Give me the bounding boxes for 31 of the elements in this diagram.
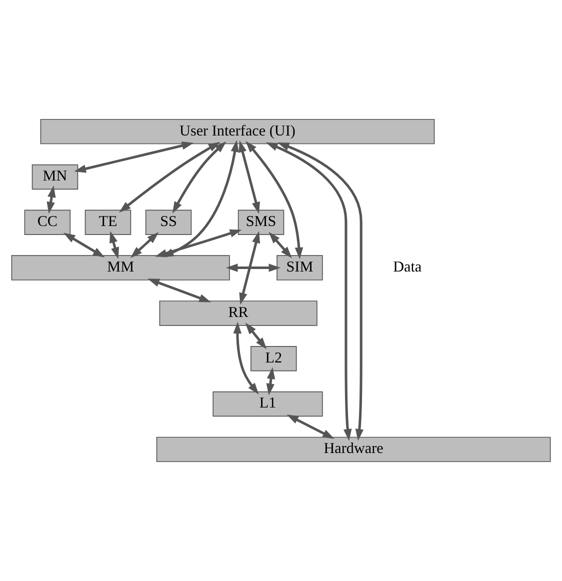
arrow — [268, 232, 292, 258]
arrow — [226, 264, 281, 272]
node-box: TE — [84, 210, 132, 235]
node-box: User Interface (UI) — [40, 118, 435, 144]
node-box: L2 — [250, 346, 297, 372]
arrow — [286, 414, 334, 439]
arrow — [266, 367, 276, 396]
node-box: SS — [145, 210, 192, 235]
node-box: CC — [24, 210, 71, 235]
node-box: MN — [32, 164, 78, 190]
arrow — [245, 322, 267, 350]
arrow — [118, 142, 220, 213]
arrow — [110, 231, 120, 260]
arrow — [266, 142, 352, 441]
node-box: SIM — [276, 255, 323, 280]
label: Data — [393, 259, 422, 276]
arrow — [246, 140, 304, 260]
node-box: Hardware — [156, 436, 551, 462]
arrow — [46, 186, 56, 214]
node-box: RR — [159, 300, 318, 326]
arrow — [233, 322, 259, 395]
arrow — [74, 142, 194, 173]
node-box: MM — [11, 255, 230, 280]
arrow — [148, 278, 212, 302]
node-box: L1 — [212, 391, 323, 417]
arrow — [63, 232, 105, 258]
node-box: SMS — [238, 210, 284, 235]
arrow — [172, 141, 226, 214]
arrow — [130, 232, 159, 258]
arrow — [238, 140, 260, 214]
arrow — [239, 231, 260, 305]
